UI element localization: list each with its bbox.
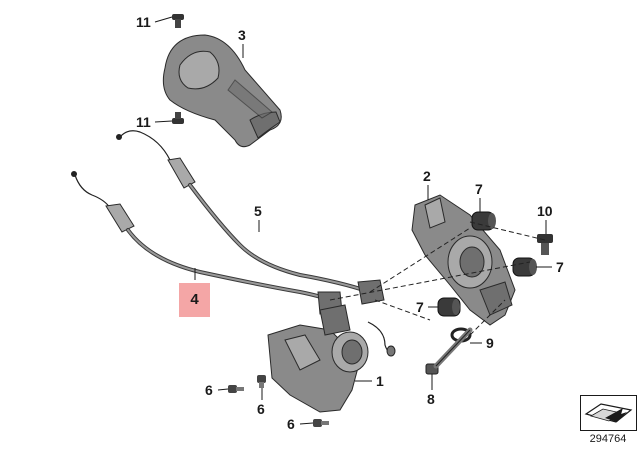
leader-lines [154, 16, 552, 425]
cover-part[interactable] [162, 34, 282, 148]
callout-9: 9 [486, 335, 494, 351]
housing-1-part[interactable] [267, 304, 396, 413]
screw-11-bottom[interactable] [172, 112, 184, 124]
reference-number: 294764 [589, 433, 627, 445]
callout-11-top: 11 [136, 14, 151, 30]
callout-7-left: 7 [416, 299, 424, 315]
callout-6-bottom: 6 [287, 416, 295, 432]
bracket-2-part[interactable] [411, 194, 516, 326]
callout-6-middle: 6 [257, 401, 265, 417]
bushing-7-left[interactable] [437, 297, 461, 317]
screw-11-top[interactable] [172, 14, 184, 28]
reference-sheet-box [580, 395, 637, 431]
bushing-7-right[interactable] [512, 257, 537, 277]
screw-10-part[interactable] [537, 234, 553, 255]
callout-5: 5 [254, 203, 262, 219]
callout-2: 2 [423, 168, 431, 184]
callout-3: 3 [238, 27, 246, 43]
highlighted-callout-box[interactable] [179, 283, 210, 317]
screw-6-middle[interactable] [257, 375, 266, 388]
callouts: 11 11 3 5 2 7 10 7 7 9 8 1 6 6 6 [136, 14, 564, 432]
callout-10: 10 [537, 203, 553, 219]
cable-5-part[interactable] [116, 130, 385, 305]
screw-6-left[interactable] [228, 385, 244, 393]
callout-6-left: 6 [205, 382, 213, 398]
callout-7-right: 7 [556, 259, 564, 275]
bushing-7-top[interactable] [471, 211, 496, 231]
callout-7-top: 7 [475, 181, 483, 197]
cable-4-part[interactable] [71, 171, 343, 315]
callout-4-highlighted[interactable]: 4 [190, 291, 199, 308]
assembly-lines [329, 221, 546, 336]
callout-8: 8 [427, 391, 435, 407]
sheet-arrow-icon [584, 403, 633, 423]
callout-1: 1 [376, 373, 384, 389]
callout-11-bottom: 11 [136, 114, 151, 130]
screw-6-bottom[interactable] [313, 419, 329, 427]
bolt-8-part[interactable] [425, 327, 473, 375]
